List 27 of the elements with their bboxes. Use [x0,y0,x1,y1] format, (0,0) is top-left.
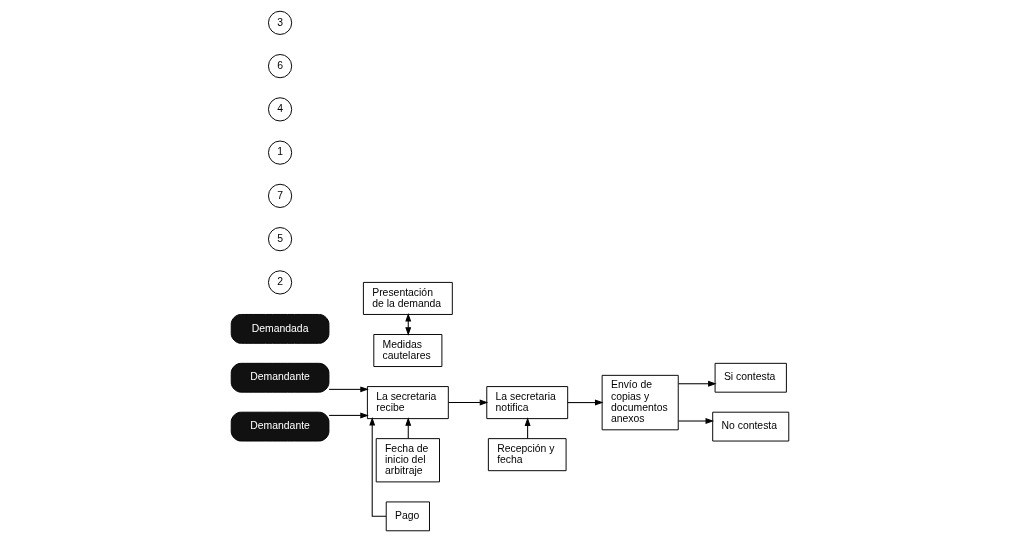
node-box: Demandante [230,411,330,442]
arrow [678,418,715,424]
node-box: Demandada [230,313,330,344]
label: 2 [277,276,283,288]
node-box: Si contesta [714,362,787,393]
node-box: Presentación de la demanda [362,281,453,315]
node-box: Envío de copias y documentos anexos [601,374,679,431]
label: 7 [277,189,283,201]
label: 3 [277,16,283,28]
arrow [328,412,369,419]
node-box: Medidas cautelares [373,334,443,368]
arrow [369,417,387,517]
node-box: Demandante [230,362,330,393]
arrow [328,386,369,393]
node-box: Fecha de inicio del arbitraje [375,438,440,483]
label: 1 [277,146,283,158]
arrow [448,399,489,406]
node-box: Recepción y fecha [487,438,567,472]
node-box: Pago [385,501,430,532]
label: 4 [277,103,283,115]
arrow [567,399,604,406]
label: 6 [277,59,283,71]
node-box: La secretaria recibe [366,386,449,420]
arrow [678,380,717,387]
label: 5 [277,232,283,244]
node-box: No contesta [712,411,790,442]
node-box: La secretaria notifica [486,386,569,420]
